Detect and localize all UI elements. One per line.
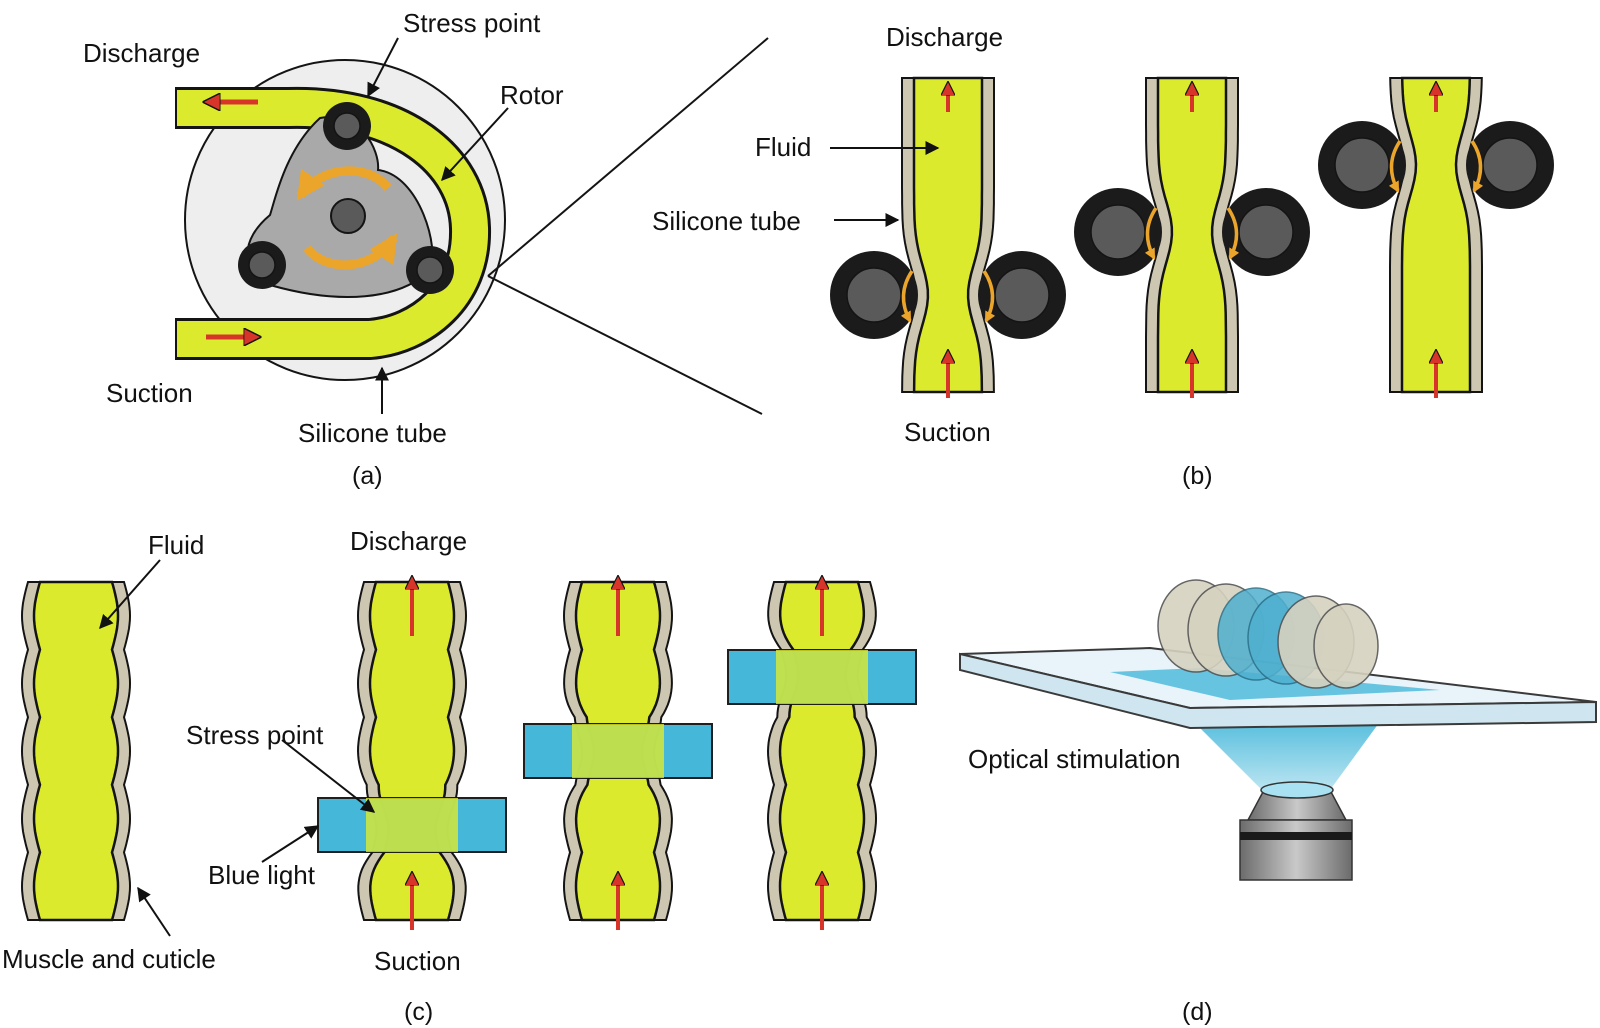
blue-light-pointer [261, 825, 320, 863]
caption-d: (d) [1182, 998, 1213, 1026]
fluid-channel [32, 580, 120, 922]
rotation-arrow [1144, 207, 1158, 260]
label-suction: Suction [374, 946, 461, 976]
rotation-arrow [982, 270, 996, 323]
body-segment-1 [20, 580, 132, 922]
label-discharge: Discharge [83, 38, 200, 68]
roller-left [1074, 188, 1162, 276]
rotation-arrow-lower [303, 233, 398, 270]
zoom-line-lower [487, 275, 763, 415]
rotation-arrow-upper [296, 166, 392, 201]
rotor-pointer [441, 107, 509, 182]
rotor-hub [330, 198, 366, 234]
muscle-pointer [137, 886, 171, 937]
label-rotor: Rotor [500, 80, 564, 110]
pump-tube-state-2 [1074, 76, 1310, 398]
objective-lens [1239, 781, 1353, 881]
pump-tube-state-1 [830, 76, 1066, 398]
caption-c: (c) [404, 998, 433, 1026]
label-optical-stimulation: Optical stimulation [968, 744, 1180, 774]
caption-b: (b) [1182, 462, 1213, 490]
label-silicone-tube: Silicone tube [298, 418, 447, 448]
roller-core [994, 267, 1050, 323]
caption-a: (a) [352, 462, 383, 490]
roller-right [978, 251, 1066, 339]
roller-left [238, 241, 286, 289]
label-fluid: Fluid [148, 530, 204, 560]
pump-tube-state-3 [1318, 76, 1554, 398]
roller-core [1482, 137, 1538, 193]
panel-c: Fluid Discharge Stress point Blue light … [2, 526, 917, 1026]
roller-right [1222, 188, 1310, 276]
label-stress-point: Stress point [403, 8, 541, 38]
roller-right [406, 246, 454, 294]
roller-top [323, 102, 371, 150]
roller-left [830, 251, 918, 339]
fluid-pointer-c [99, 559, 161, 630]
fluid-channel [912, 76, 984, 394]
roller-core [1334, 137, 1390, 193]
label-discharge: Discharge [886, 22, 1003, 52]
label-fluid: Fluid [755, 132, 811, 162]
stress-point-pointer [367, 37, 399, 98]
body-segment-2 [317, 578, 507, 930]
rotation-arrow [1388, 140, 1402, 193]
roller-core [1238, 204, 1294, 260]
fluid-through-light [572, 724, 664, 778]
fluid-through-light [366, 798, 458, 852]
fluid-channel [1156, 76, 1228, 394]
rotation-arrow [1226, 207, 1240, 260]
body-segment-4 [727, 578, 917, 930]
roller-core [1090, 204, 1146, 260]
label-suction: Suction [106, 378, 193, 408]
roller-core [846, 267, 902, 323]
fluid-through-light [776, 650, 868, 704]
label-blue-light: Blue light [208, 860, 316, 890]
panel-b: Discharge Fluid Silicone tube Suction (b… [652, 22, 1554, 490]
rotation-arrow [900, 270, 914, 323]
panel-a: Discharge Stress point Rotor Suction Sil… [83, 8, 769, 490]
roller-left [1318, 121, 1406, 209]
label-silicone-tube: Silicone tube [652, 206, 801, 236]
illuminated-region [1110, 668, 1440, 700]
body-segment-3 [523, 578, 713, 930]
roller-right [1466, 121, 1554, 209]
stress-point-pointer-c [281, 739, 376, 813]
fluid-channel [1400, 76, 1472, 394]
glass-slide-edge [959, 652, 1597, 730]
rotation-arrow [1470, 140, 1484, 193]
panel-d: Optical stimulation (d) [959, 579, 1597, 1026]
light-beam [1188, 716, 1384, 790]
label-muscle-and-cuticle: Muscle and cuticle [2, 944, 216, 974]
worm-segments [1157, 579, 1379, 689]
label-suction: Suction [904, 417, 991, 447]
label-stress-point: Stress point [186, 720, 324, 750]
label-discharge: Discharge [350, 526, 467, 556]
zoom-line-upper [487, 37, 769, 277]
